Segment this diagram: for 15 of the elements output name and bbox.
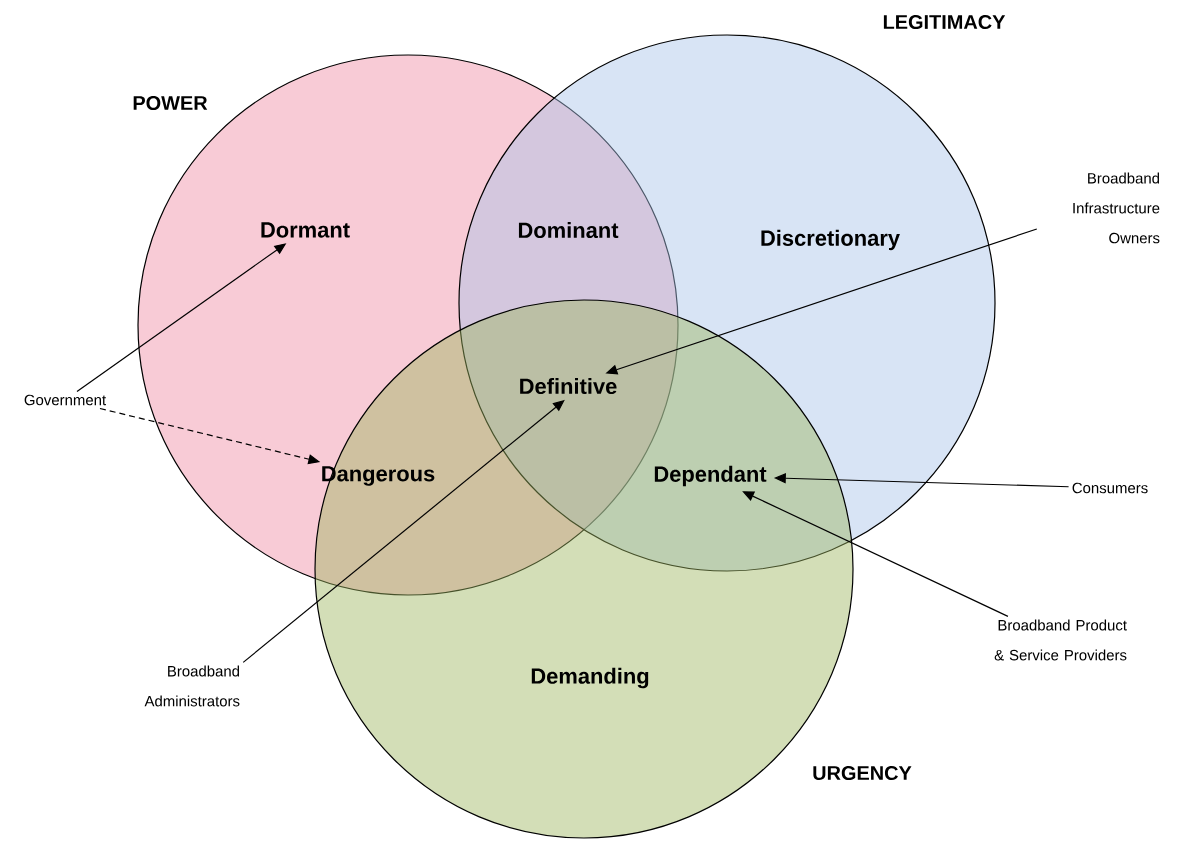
region-label: Dependant bbox=[654, 465, 767, 487]
stakeholder-label: Broadband Infrastructure Owners bbox=[1073, 172, 1160, 244]
stakeholder-label: Consumers bbox=[1072, 482, 1148, 494]
circle-heading: URGENCY bbox=[813, 765, 912, 781]
stakeholder-label: Broadband Product & Service Providers bbox=[994, 619, 1127, 661]
circle-heading: LEGITIMACY bbox=[883, 14, 1006, 30]
region-label: Demanding bbox=[531, 667, 649, 689]
region-label: Definitive bbox=[520, 377, 617, 395]
region-label: Discretionary bbox=[761, 229, 900, 251]
circle-heading: POWER bbox=[133, 95, 208, 111]
region-label: Dominant bbox=[518, 221, 619, 239]
arrow bbox=[742, 491, 1009, 617]
stakeholder-label: Government bbox=[24, 394, 106, 406]
region-label: Dormant bbox=[261, 222, 350, 238]
stakeholder-label: Broadband Administrators bbox=[144, 665, 240, 707]
